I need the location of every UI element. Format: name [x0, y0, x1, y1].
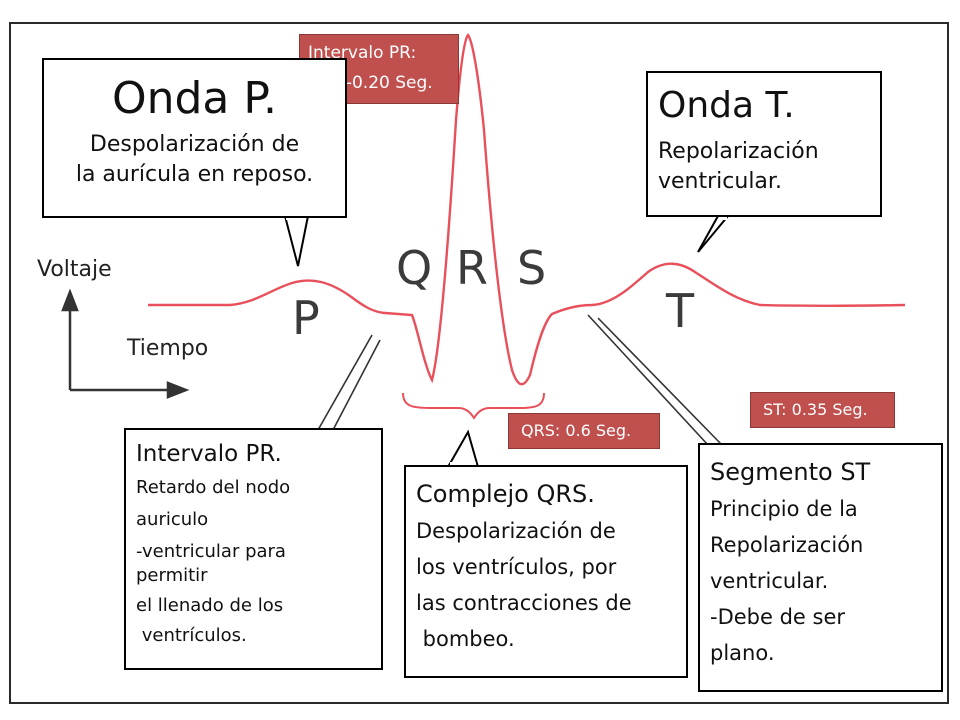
wave-label-q: Q	[396, 241, 433, 295]
onda-t-line-1: Repolarización	[658, 139, 819, 164]
onda-p-title: Onda P.	[111, 73, 278, 124]
intervalo-pr-line-4: permitir	[136, 565, 208, 586]
onda-p-line-1: Despolarización de	[89, 132, 300, 157]
ecg-trace	[148, 33, 906, 386]
callout-onda-p: Onda P. Despolarización de la aurícula e…	[42, 58, 347, 218]
qrs-brace	[402, 392, 545, 420]
segmento-st-line-5: plano.	[710, 641, 775, 665]
segmento-st-line-4: -Debe de ser	[710, 605, 846, 629]
complejo-qrs-line-3: las contracciones de	[416, 591, 632, 615]
complejo-qrs-line-2: los ventrículos, por	[416, 555, 617, 579]
wave-label-s: S	[517, 241, 547, 295]
axis-label-voltaje: Voltaje	[37, 257, 112, 282]
callout-onda-t: Onda T. Repolarización ventricular.	[646, 71, 882, 217]
onda-p-line-2: la aurícula en reposo.	[75, 162, 314, 187]
segmento-st-title: Segmento ST	[710, 458, 871, 486]
complejo-qrs-line-1: Despolarización de	[416, 519, 616, 543]
axis-label-tiempo: Tiempo	[127, 336, 209, 361]
wave-label-t: T	[666, 284, 695, 338]
wave-label-r: R	[456, 241, 488, 295]
complejo-qrs-line-4: bombeo.	[416, 627, 515, 651]
leader-lines	[317, 314, 723, 446]
wave-label-p: P	[292, 291, 320, 345]
callout-pointers	[284, 215, 729, 468]
intervalo-pr-line-6: ventrículos.	[136, 625, 247, 646]
intervalo-pr-line-3: -ventricular para	[136, 541, 286, 562]
complejo-qrs-title: Complejo QRS.	[416, 480, 595, 508]
tag-st: ST: 0.35 Seg.	[750, 392, 895, 428]
intervalo-pr-line-2: auriculo	[136, 509, 209, 530]
callout-segmento-st: Segmento ST Principio de la Repolarizaci…	[698, 443, 943, 692]
intervalo-pr-line-1: Retardo del nodo	[136, 477, 291, 498]
segmento-st-line-1: Principio de la	[710, 497, 858, 521]
callout-intervalo-pr: Intervalo PR. Retardo del nodo auriculo …	[124, 428, 383, 670]
intervalo-pr-title: Intervalo PR.	[136, 441, 282, 467]
segmento-st-line-3: ventricular.	[710, 569, 829, 593]
callout-complejo-qrs: Complejo QRS. Despolarización de los ven…	[404, 465, 688, 678]
intervalo-pr-line-5: el llenado de los	[136, 595, 284, 616]
segmento-st-line-2: Repolarización	[710, 533, 864, 557]
axes	[61, 288, 190, 399]
tag-qrs: QRS: 0.6 Seg.	[508, 413, 660, 449]
onda-t-line-2: ventricular.	[658, 169, 782, 194]
onda-t-title: Onda T.	[658, 85, 795, 126]
